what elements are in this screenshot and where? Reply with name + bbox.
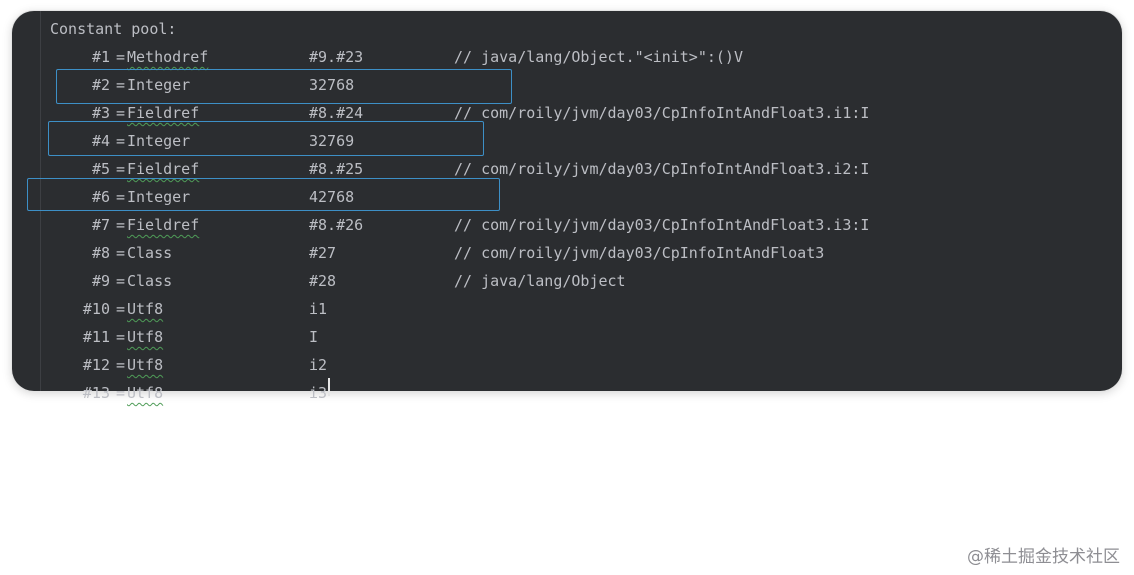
entry-equals: = [116, 300, 126, 318]
entry-equals: = [116, 244, 126, 262]
entry-kind: Methodref [127, 48, 209, 66]
entry-index: #2 [91, 76, 110, 94]
constant-pool-entry: #4 = Integer 32769 [50, 127, 1122, 155]
constant-pool-entry: #5 = Fieldref #8.#25 // com/roily/jvm/da… [50, 155, 1122, 183]
constant-pool-entry: #2 = Integer 32768 [50, 71, 1122, 99]
entry-comment: // com/roily/jvm/day03/CpInfoIntAndFloat… [454, 216, 870, 234]
entry-equals: = [116, 216, 126, 234]
entry-kind: Utf8 [127, 328, 164, 346]
entry-ref: I [309, 328, 319, 346]
entry-index: #8 [91, 244, 110, 262]
entry-kind: Utf8 [127, 384, 164, 402]
constant-pool-entry: #9 = Class #28 // java/lang/Object [50, 267, 1122, 295]
editor-line: Constant pool: [50, 15, 1122, 43]
entry-ref: i3 [309, 384, 328, 402]
entry-kind: Integer [127, 188, 191, 206]
code-editor[interactable]: Constant pool: #1 = Methodref #9.#23 // … [50, 15, 1122, 402]
entry-equals: = [116, 76, 126, 94]
entry-kind: Fieldref [127, 104, 200, 122]
entry-ref: i2 [309, 356, 328, 374]
entry-index: #6 [91, 188, 110, 206]
gutter-divider [40, 11, 41, 391]
entry-kind: Utf8 [127, 300, 164, 318]
entry-index: #1 [91, 48, 110, 66]
entry-index: #10 [82, 300, 110, 318]
entry-index: #3 [91, 104, 110, 122]
entry-comment: // com/roily/jvm/day03/CpInfoIntAndFloat… [454, 160, 870, 178]
constant-pool-entry: #6 = Integer 42768 [50, 183, 1122, 211]
entry-ref: 32769 [309, 132, 355, 150]
entry-comment: // java/lang/Object [454, 272, 626, 290]
entry-index: #5 [91, 160, 110, 178]
entry-ref: #9.#23 [309, 48, 364, 66]
entry-ref: #27 [309, 244, 337, 262]
editor-window: Constant pool: #1 = Methodref #9.#23 // … [12, 11, 1122, 402]
entry-ref: #8.#26 [309, 216, 364, 234]
entry-equals: = [116, 188, 126, 206]
text-caret [328, 378, 330, 396]
entry-comment: // com/roily/jvm/day03/CpInfoIntAndFloat… [454, 104, 870, 122]
entry-ref: #28 [309, 272, 337, 290]
entry-comment: // com/roily/jvm/day03/CpInfoIntAndFloat… [454, 244, 825, 262]
entry-kind: Integer [127, 132, 191, 150]
constant-pool-entry: #13 = Utf8 i3 [50, 379, 1122, 407]
entry-index: #13 [82, 384, 110, 402]
entry-index: #4 [91, 132, 110, 150]
entry-ref: #8.#24 [309, 104, 364, 122]
entry-comment: // java/lang/Object."<init>":()V [454, 48, 743, 66]
entry-equals: = [116, 104, 126, 122]
entry-ref: 42768 [309, 188, 355, 206]
constant-pool-entry: #10 = Utf8 i1 [50, 295, 1122, 323]
entry-ref: #8.#25 [309, 160, 364, 178]
constant-pool-entry: #11 = Utf8 I [50, 323, 1122, 351]
entry-kind: Utf8 [127, 356, 164, 374]
watermark: @稀土掘金技术社区 [967, 547, 1120, 567]
constant-pool-entry: #3 = Fieldref #8.#24 // com/roily/jvm/da… [50, 99, 1122, 127]
entry-index: #11 [82, 328, 110, 346]
entry-kind: Class [127, 244, 173, 262]
entry-ref: i1 [309, 300, 328, 318]
entry-equals: = [116, 160, 126, 178]
entry-kind: Class [127, 272, 173, 290]
constant-pool-entry: #1 = Methodref #9.#23 // java/lang/Objec… [50, 43, 1122, 71]
entry-equals: = [116, 132, 126, 150]
entry-equals: = [116, 272, 126, 290]
constant-pool-entry: #8 = Class #27 // com/roily/jvm/day03/Cp… [50, 239, 1122, 267]
entry-equals: = [116, 328, 126, 346]
entry-kind: Integer [127, 76, 191, 94]
entry-equals: = [116, 384, 126, 402]
entry-equals: = [116, 48, 126, 66]
constant-pool-entry: #7 = Fieldref #8.#26 // com/roily/jvm/da… [50, 211, 1122, 239]
constant-pool-entry: #12 = Utf8 i2 [50, 351, 1122, 379]
entry-index: #12 [82, 356, 110, 374]
entry-ref: 32768 [309, 76, 355, 94]
entry-kind: Fieldref [127, 216, 200, 234]
entry-kind: Fieldref [127, 160, 200, 178]
entry-equals: = [116, 356, 126, 374]
entry-index: #7 [91, 216, 110, 234]
entry-index: #9 [91, 272, 110, 290]
constant-pool-header: Constant pool: [50, 20, 177, 38]
